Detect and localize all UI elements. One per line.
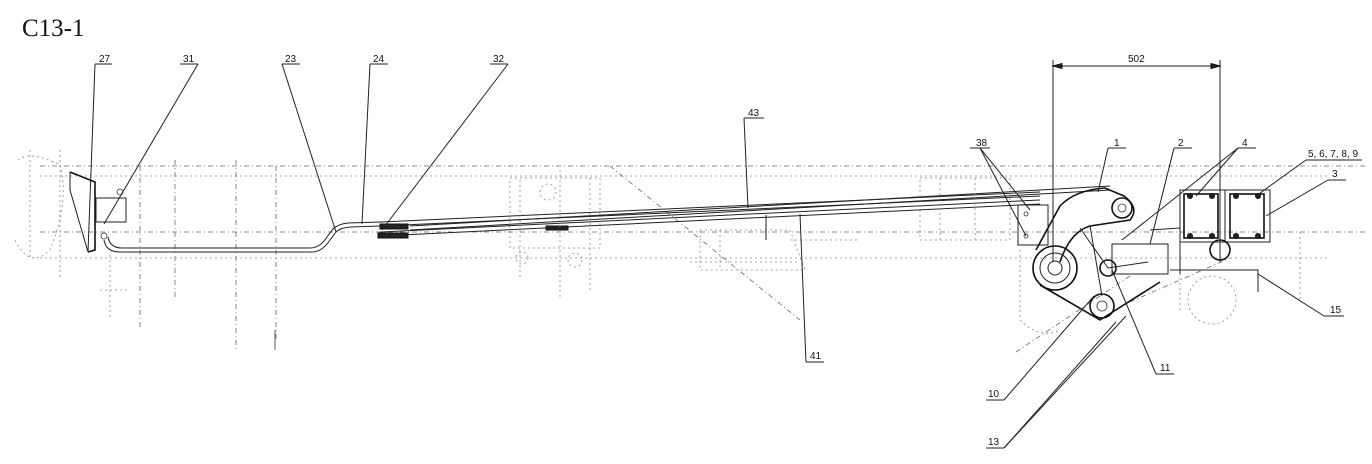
- callout-10: 10: [986, 295, 1095, 401]
- callout-15: 15: [1257, 273, 1344, 317]
- callout-3: 3: [1265, 169, 1346, 217]
- svg-text:15: 15: [1330, 305, 1342, 316]
- callout-1: 1: [1097, 138, 1126, 193]
- svg-text:4: 4: [1242, 138, 1248, 149]
- svg-text:1: 1: [1114, 138, 1120, 149]
- travel-lines: [274, 257, 1231, 353]
- callout-5-9: 5, 6, 7, 8, 9: [1255, 149, 1362, 197]
- svg-text:43: 43: [748, 108, 760, 119]
- callout-43: 43: [743, 108, 764, 209]
- cable-bundle: [103, 185, 1111, 253]
- svg-text:24: 24: [373, 54, 385, 65]
- svg-text:41: 41: [810, 351, 822, 362]
- mid-assembly: [509, 170, 860, 300]
- svg-text:27: 27: [99, 54, 111, 65]
- callout-32: 32: [381, 54, 509, 231]
- svg-text:32: 32: [493, 54, 505, 65]
- callout-2: 2: [1149, 138, 1192, 245]
- callout-27: 27: [87, 54, 112, 253]
- chassis-outline: [29, 150, 1365, 350]
- svg-text:23: 23: [285, 54, 297, 65]
- svg-text:11: 11: [1160, 363, 1171, 374]
- callout-24: 24: [361, 54, 388, 225]
- dimension-value: 502: [1128, 54, 1145, 65]
- pipe-fittings: [377, 223, 569, 239]
- callout-41: 41: [799, 213, 824, 363]
- callout-4: 4: [1121, 138, 1256, 241]
- svg-text:5, 6, 7, 8, 9: 5, 6, 7, 8, 9: [1308, 149, 1358, 160]
- spring-seat: [1170, 189, 1271, 325]
- cab-mount-outline: [919, 177, 1049, 246]
- svg-text:38: 38: [976, 138, 988, 149]
- tilt-mechanism: [1019, 187, 1181, 334]
- drawing-code: C13-1: [22, 15, 85, 42]
- callout-11: 11: [1111, 269, 1174, 375]
- svg-text:10: 10: [988, 389, 1000, 400]
- svg-text:31: 31: [183, 54, 195, 65]
- callout-23: 23: [281, 54, 337, 233]
- dimension-502: 502: [1051, 54, 1222, 262]
- svg-text:3: 3: [1332, 169, 1338, 180]
- callout-31: 31: [103, 54, 199, 225]
- svg-text:13: 13: [988, 437, 1000, 448]
- front-bracket: [14, 155, 130, 320]
- svg-text:2: 2: [1178, 138, 1184, 149]
- callout-13: 13: [986, 315, 1127, 449]
- callout-38: 38: [970, 138, 1031, 237]
